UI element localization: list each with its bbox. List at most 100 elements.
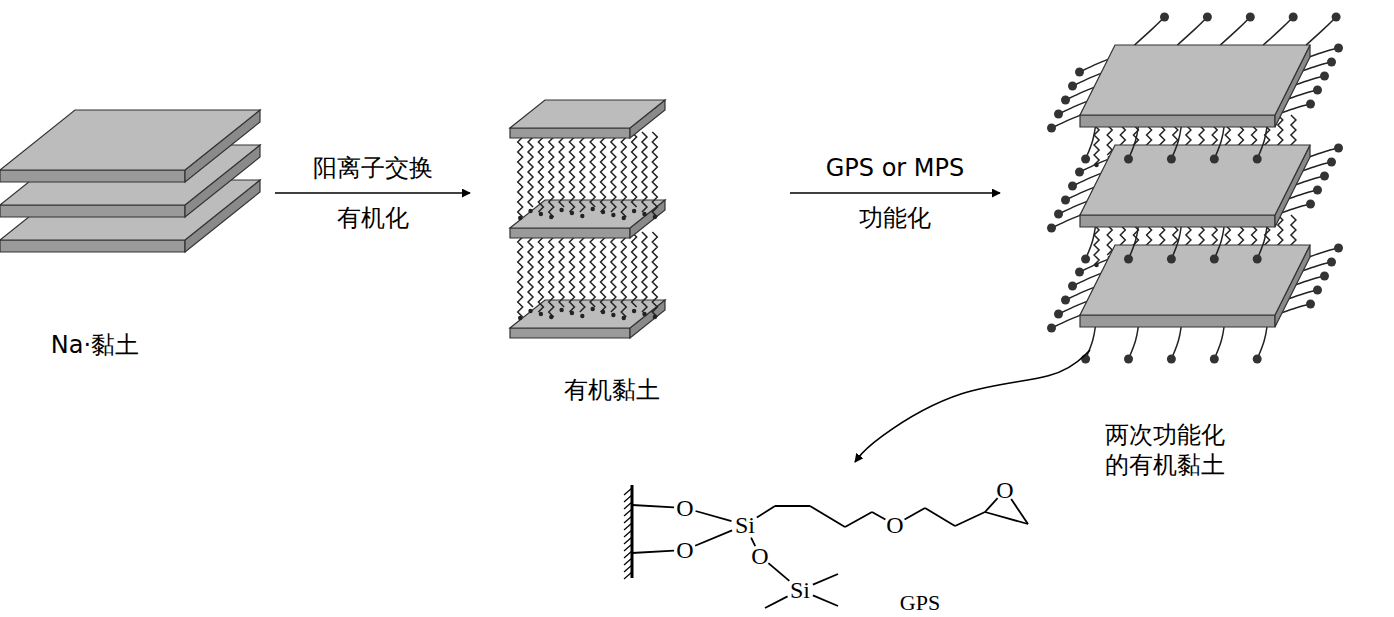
silane-head (1203, 13, 1212, 22)
chain-head (518, 316, 522, 320)
slab-top (1080, 245, 1310, 315)
surface-hatch (624, 509, 632, 516)
slab-front (1080, 215, 1275, 227)
surface-hatch (624, 544, 632, 551)
alkyl-chain (652, 232, 657, 317)
chain-head (539, 212, 543, 216)
chain-head (1094, 263, 1098, 267)
silane-head (1246, 13, 1255, 22)
chain-head (518, 216, 522, 220)
alkyl-chain (611, 132, 616, 212)
silane-chain (1263, 17, 1293, 45)
slab-top (510, 100, 665, 128)
silane-chain (1177, 17, 1207, 45)
caption: 两次功能化 的有机黏土 (1101, 420, 1228, 480)
silane-chain (1086, 225, 1096, 259)
chain-head (549, 315, 553, 319)
chain-head (622, 216, 626, 220)
chain-head (1094, 163, 1098, 167)
silane-chain (1214, 225, 1224, 259)
silane-head (1289, 13, 1298, 22)
alkyl-chain (621, 232, 626, 317)
silane-head (1075, 168, 1084, 177)
chemical-bond (632, 551, 674, 553)
chemical-bond (765, 596, 788, 608)
chemical-bond (757, 506, 775, 518)
silane-head (1253, 155, 1262, 164)
silane-chain (1257, 125, 1267, 159)
chain-head (580, 214, 584, 218)
silane-head (1124, 355, 1133, 364)
silane-chain (1052, 114, 1084, 128)
silane-chain (1257, 325, 1267, 359)
silane-head (1124, 155, 1133, 164)
alkyl-chain (569, 132, 574, 212)
slab-front (510, 128, 630, 138)
chemical-bond (696, 511, 732, 521)
chemical-bond (695, 530, 732, 545)
chain-head (601, 310, 605, 314)
silane-head (1160, 13, 1169, 22)
chain-head (601, 210, 605, 214)
silane-head (1253, 255, 1262, 264)
chemical-bond (810, 506, 845, 527)
chemical-bond (872, 512, 885, 520)
slab-top (1080, 45, 1310, 115)
silane-head (1210, 155, 1219, 164)
edge-label: GPS or MPS 功能化 (824, 143, 966, 243)
slab-front (0, 205, 185, 217)
silane-head (1167, 255, 1176, 264)
silane-head (1313, 186, 1322, 195)
surface-hatch (624, 551, 632, 558)
silane-chain (1171, 125, 1181, 159)
chemical-bond (905, 508, 925, 520)
silane-chain (1214, 125, 1224, 159)
alkyl-chain (528, 132, 533, 207)
silane-head (1320, 72, 1329, 81)
atom-symbol: O (886, 513, 903, 537)
alkyl-chain (580, 132, 585, 212)
alkyl-chain (601, 232, 606, 312)
atom-symbol: Si (735, 513, 755, 537)
silane-head (1061, 96, 1070, 105)
slab-front (510, 228, 630, 238)
silane-head (1167, 355, 1176, 364)
silane-head (1327, 258, 1336, 267)
alkyl-chain (642, 132, 647, 212)
surface-hatch (624, 565, 632, 572)
chain-head (570, 211, 574, 215)
alkyl-chain (518, 232, 523, 317)
silane-chain (1257, 225, 1267, 259)
atom-symbol: O (751, 544, 768, 568)
alkyl-chain (652, 132, 657, 217)
chain-head (590, 207, 594, 211)
slab-front (1080, 115, 1275, 127)
alkyl-chain (538, 232, 543, 312)
silane-head (1334, 44, 1343, 53)
slab-top (1080, 145, 1310, 215)
slab-top (510, 200, 665, 228)
alkyl-chain (590, 132, 595, 207)
molecule-structure (624, 485, 1028, 608)
clay-stack: 有机黏土 (470, 95, 785, 345)
surface-hatch (624, 572, 632, 579)
chemical-bond (768, 563, 789, 581)
silane-head (1068, 282, 1077, 291)
silane-head (1327, 58, 1336, 67)
slab-top (510, 300, 665, 328)
atom-symbol: O (676, 538, 693, 562)
chain-head (559, 208, 563, 212)
clay-stack: Na·黏土 (0, 105, 270, 275)
silane-head (1047, 324, 1056, 333)
alkyl-chain (580, 232, 585, 312)
chain-head (632, 209, 636, 213)
silane-head (1306, 100, 1315, 109)
alkyl-chain (590, 232, 595, 307)
surface-hatch (624, 488, 632, 495)
silane-head (1081, 355, 1090, 364)
alkyl-chain (549, 132, 554, 217)
silane-chain (1129, 125, 1139, 159)
chain-head (653, 315, 657, 319)
